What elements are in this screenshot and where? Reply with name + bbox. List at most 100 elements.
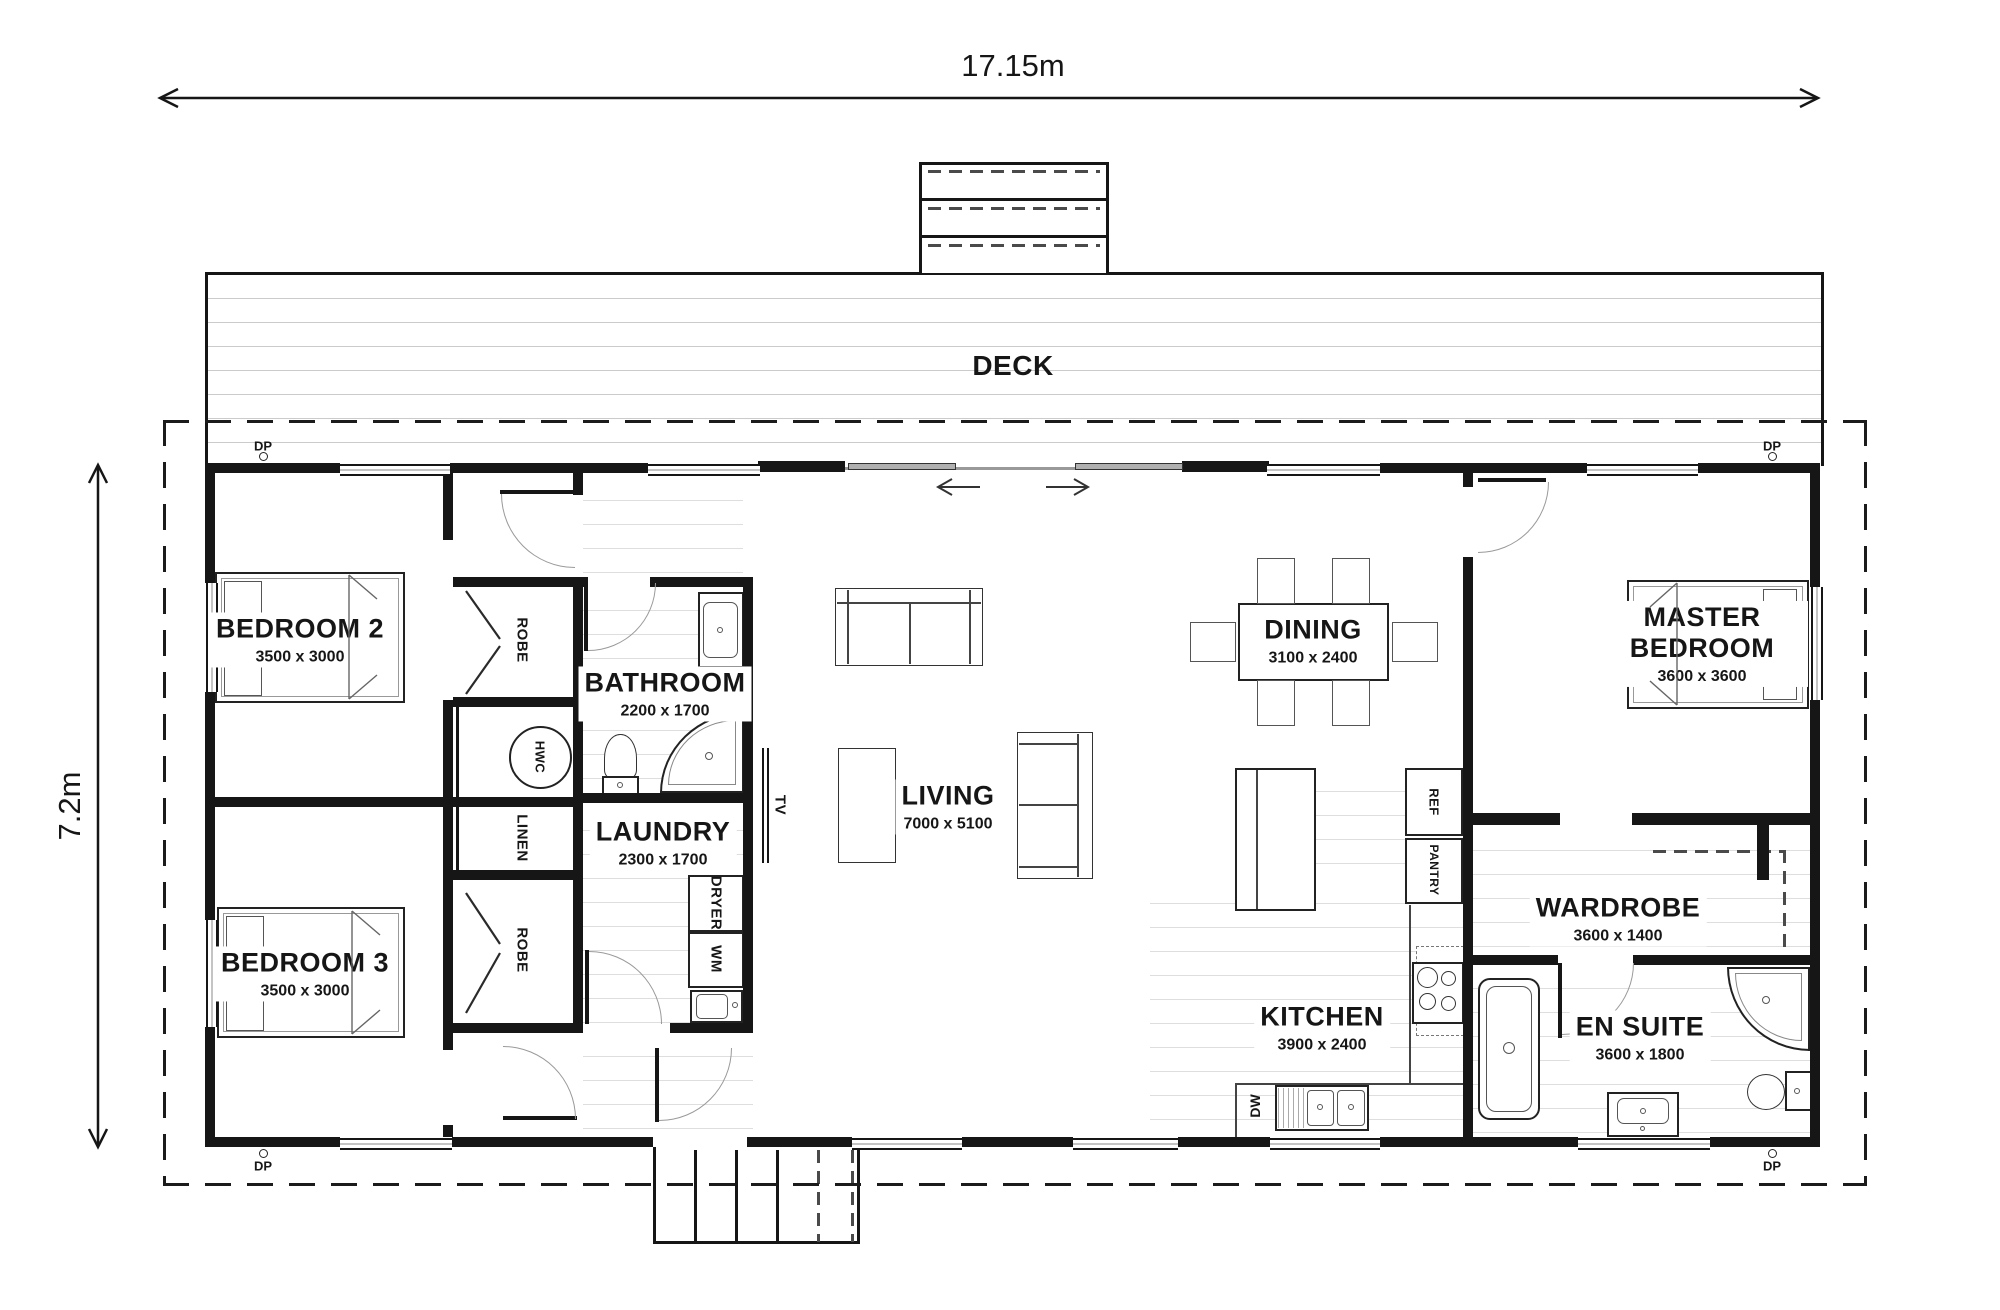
window bbox=[1270, 1138, 1380, 1150]
stacker-door-track bbox=[845, 467, 1183, 470]
site-boundary bbox=[163, 1183, 1867, 1186]
back-step-edge bbox=[735, 1150, 738, 1242]
hall-floor bbox=[583, 477, 743, 577]
burner bbox=[1441, 996, 1456, 1011]
fridge-box bbox=[1405, 768, 1463, 836]
deck-step-edge bbox=[922, 198, 1106, 201]
door-swing bbox=[503, 1046, 576, 1119]
pantry-box bbox=[1405, 838, 1463, 904]
window bbox=[1073, 1138, 1178, 1150]
wall bbox=[205, 463, 340, 473]
toilet-bowl bbox=[1747, 1074, 1785, 1110]
door-swing bbox=[501, 494, 575, 568]
stacker-door-slider bbox=[1075, 463, 1183, 470]
sink-drain bbox=[1348, 1104, 1354, 1110]
chair bbox=[1190, 622, 1236, 662]
chair bbox=[1332, 558, 1370, 604]
shower-drain bbox=[1762, 996, 1770, 1004]
back-step-nosing bbox=[817, 1150, 820, 1242]
wall bbox=[1463, 473, 1473, 487]
sofa-divider bbox=[1019, 804, 1077, 806]
sofa-divider bbox=[909, 602, 911, 664]
wall bbox=[573, 587, 583, 1033]
deck-step-nosing bbox=[928, 244, 1100, 247]
deck-step-nosing bbox=[928, 207, 1100, 210]
wall bbox=[1757, 825, 1769, 880]
site-boundary bbox=[163, 420, 166, 1185]
door-swing bbox=[1478, 482, 1549, 553]
sliding-door-arrows bbox=[935, 478, 1091, 496]
depth-dimension-arrow bbox=[87, 462, 109, 1150]
wall bbox=[450, 463, 648, 473]
burner bbox=[1419, 993, 1436, 1010]
wall bbox=[205, 1027, 215, 1147]
vanity-basin bbox=[703, 602, 738, 658]
wall bbox=[452, 1137, 653, 1147]
burner bbox=[1417, 967, 1438, 988]
window bbox=[1578, 1138, 1710, 1150]
pantry-label: PANTRY bbox=[1427, 844, 1441, 896]
window bbox=[1811, 587, 1823, 700]
wall bbox=[443, 473, 453, 540]
window bbox=[648, 464, 760, 476]
window bbox=[1267, 464, 1380, 476]
dryer-label: DRYER bbox=[707, 875, 725, 931]
toilet-button bbox=[1794, 1088, 1800, 1094]
wall bbox=[1698, 463, 1820, 473]
bath-drain bbox=[1503, 1042, 1515, 1054]
robe-label: ROBE bbox=[513, 927, 531, 973]
hot-water-cylinder bbox=[509, 726, 572, 789]
downpipe-icon bbox=[259, 452, 268, 461]
stacker-door-panel bbox=[1182, 461, 1269, 472]
wardrobe-shelf bbox=[1783, 850, 1786, 955]
overall-width-dimension: 17.15m bbox=[961, 48, 1065, 83]
basin-drain bbox=[1640, 1108, 1646, 1114]
downpipe-label: DP bbox=[1762, 438, 1782, 454]
door-leaf bbox=[584, 583, 588, 651]
tv-label: TV bbox=[771, 794, 789, 816]
basin-drain bbox=[1640, 1126, 1645, 1131]
wall bbox=[1633, 955, 1813, 965]
sink-drainer bbox=[1278, 1088, 1304, 1128]
hwc-label: HWC bbox=[532, 740, 548, 774]
wall bbox=[443, 700, 453, 807]
wall bbox=[205, 1137, 340, 1147]
wall bbox=[650, 577, 753, 587]
site-boundary bbox=[163, 420, 1867, 423]
wall bbox=[1380, 1137, 1578, 1147]
downpipe-icon bbox=[1768, 452, 1777, 461]
wall bbox=[670, 1023, 753, 1033]
back-step-nosing bbox=[851, 1150, 854, 1242]
chair bbox=[1257, 558, 1295, 604]
wall bbox=[453, 1023, 583, 1033]
dining-table bbox=[1238, 603, 1389, 681]
door-leaf bbox=[1558, 963, 1562, 1038]
wall bbox=[743, 577, 753, 1033]
bench-edge bbox=[1409, 905, 1411, 1083]
chair bbox=[1392, 622, 1438, 662]
wall bbox=[453, 577, 588, 587]
deck-step-edge bbox=[922, 235, 1106, 238]
shower-drain bbox=[705, 752, 713, 760]
stacker-door-slider bbox=[848, 463, 956, 470]
washing-machine-label: WM bbox=[707, 945, 725, 973]
back-step-edge bbox=[694, 1150, 697, 1242]
chair bbox=[1332, 680, 1370, 726]
wall bbox=[747, 1137, 852, 1147]
basin-drain bbox=[717, 627, 723, 633]
bench-edge bbox=[1235, 1085, 1237, 1137]
wall bbox=[1178, 1137, 1270, 1147]
wall bbox=[1710, 1137, 1820, 1147]
stacker-door-panel bbox=[758, 461, 845, 472]
overall-depth-dimension: 7.2m bbox=[52, 771, 87, 841]
